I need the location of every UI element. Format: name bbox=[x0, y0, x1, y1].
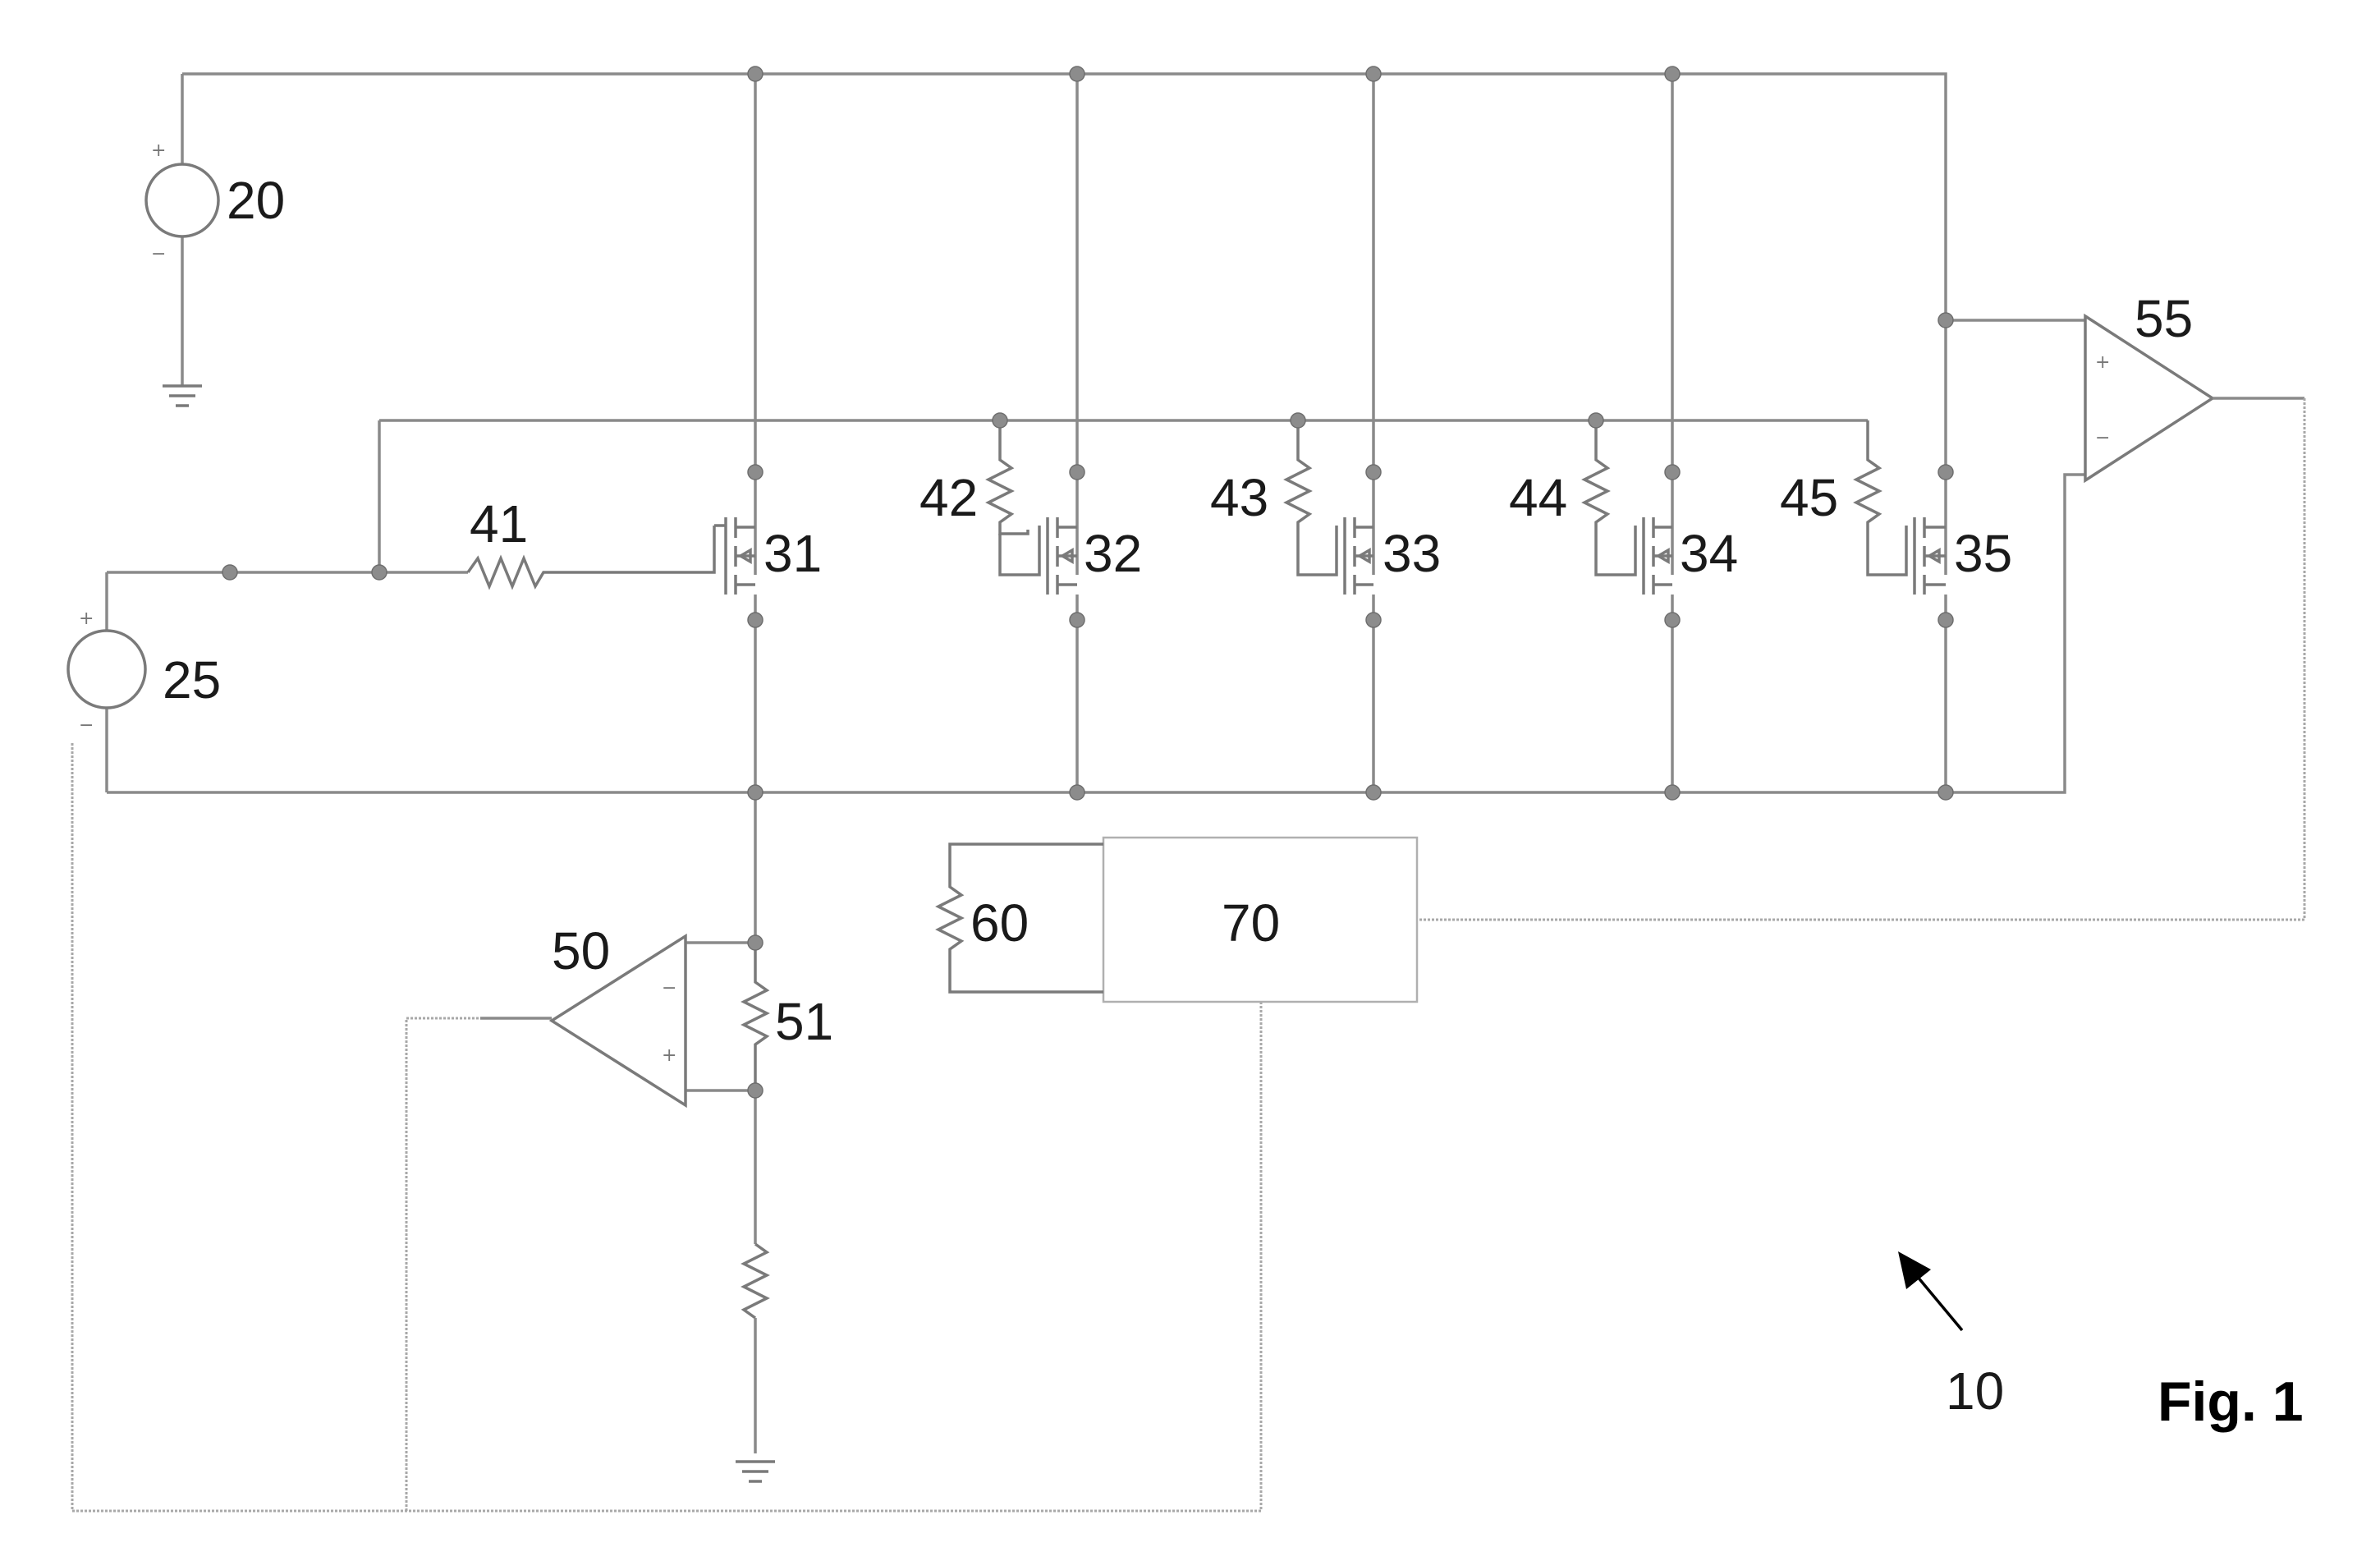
opamp-50-plus-sign: + bbox=[662, 1045, 676, 1066]
opamp-50-minus-sign: − bbox=[662, 978, 676, 999]
label-41: 41 bbox=[470, 494, 528, 553]
label-10: 10 bbox=[1946, 1361, 2004, 1421]
source-20-plus-sign: + bbox=[151, 140, 166, 161]
label-31: 31 bbox=[764, 524, 822, 583]
opamp-55-minus-sign: − bbox=[2095, 428, 2110, 448]
sense-branch bbox=[686, 821, 770, 1453]
opamp-55: + − bbox=[1946, 313, 2304, 484]
label-55: 55 bbox=[2135, 289, 2193, 348]
label-45: 45 bbox=[1780, 468, 1838, 527]
gate-rail bbox=[105, 419, 1868, 792]
label-70: 70 bbox=[1222, 893, 1280, 953]
resistor-42 bbox=[985, 420, 1029, 535]
label-50: 50 bbox=[552, 921, 610, 980]
source-20-minus-sign: − bbox=[151, 244, 166, 264]
label-34: 34 bbox=[1680, 524, 1738, 583]
label-25: 25 bbox=[163, 650, 221, 709]
label-51: 51 bbox=[775, 992, 833, 1051]
ground-symbol-top bbox=[163, 384, 202, 407]
label-20: 20 bbox=[227, 171, 285, 230]
label-60: 60 bbox=[970, 893, 1029, 953]
mosfet-35 bbox=[1866, 517, 1946, 595]
opamp-55-plus-sign: + bbox=[2095, 352, 2110, 373]
resistor-41 bbox=[466, 554, 716, 590]
reference-arrow-10 bbox=[1898, 1251, 1964, 1332]
label-32: 32 bbox=[1084, 524, 1142, 583]
feedback-lines bbox=[71, 398, 2306, 1513]
label-35: 35 bbox=[1954, 524, 2012, 583]
voltage-source-25: + − bbox=[66, 608, 147, 736]
mosfet-33 bbox=[1296, 517, 1373, 595]
mosfet-34 bbox=[1594, 517, 1672, 595]
source-25-minus-sign: − bbox=[79, 715, 94, 736]
ground-symbol-bottom bbox=[736, 1460, 775, 1483]
figure-label: Fig. 1 bbox=[2158, 1370, 2304, 1433]
label-33: 33 bbox=[1383, 524, 1441, 583]
resistor-45 bbox=[1853, 420, 1882, 534]
source-25-plus-sign: + bbox=[79, 608, 94, 629]
opamp-50: − + bbox=[480, 933, 687, 1109]
controller-70 bbox=[1102, 836, 1419, 1003]
resistor-60 bbox=[935, 842, 1103, 994]
label-43: 43 bbox=[1210, 468, 1268, 527]
voltage-source-20: + − bbox=[144, 140, 220, 264]
resistor-44 bbox=[1581, 420, 1611, 534]
label-44: 44 bbox=[1509, 468, 1567, 527]
mosfet-31 bbox=[713, 517, 755, 595]
junction-nodes bbox=[222, 66, 1954, 1099]
mosfet-32 bbox=[998, 517, 1077, 595]
supply-rail bbox=[181, 72, 1947, 575]
label-42: 42 bbox=[919, 468, 978, 527]
resistor-43 bbox=[1283, 420, 1313, 534]
